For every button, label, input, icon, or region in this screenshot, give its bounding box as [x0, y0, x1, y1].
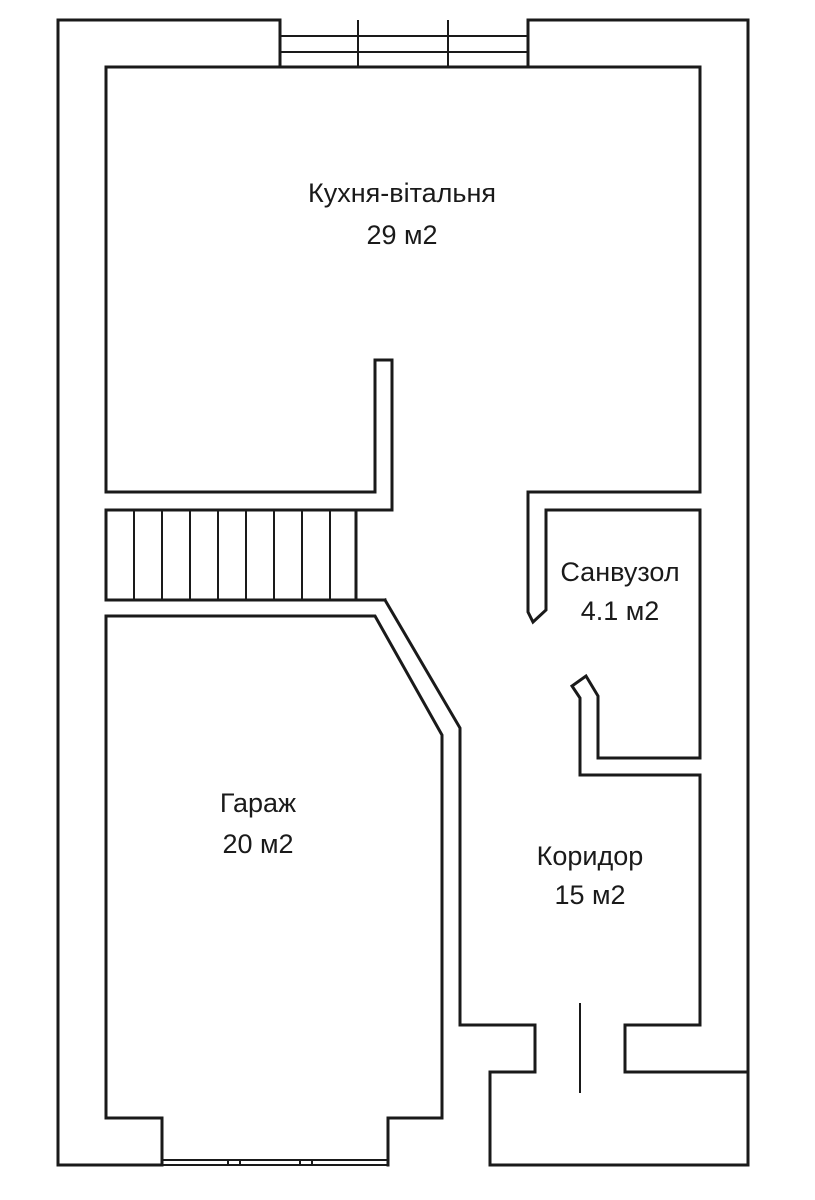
- kitchen-partition: [104, 358, 394, 512]
- kitchen-area: 29 м2: [366, 220, 437, 250]
- top-window: [278, 18, 530, 69]
- garage-label: Гараж: [220, 788, 296, 818]
- outer-wall: [56, 18, 750, 1167]
- bathroom-label: Санвузол: [560, 557, 679, 587]
- staircase: [104, 508, 387, 602]
- bathroom-wall: [569, 673, 702, 1027]
- garage-area: 20 м2: [222, 829, 293, 859]
- corridor-area: 15 м2: [554, 880, 625, 910]
- garage-wall: [104, 597, 537, 1167]
- corridor-label: Коридор: [537, 841, 644, 871]
- kitchen-label: Кухня-вітальня: [308, 178, 496, 208]
- entrance-door: [488, 1003, 750, 1167]
- garage-door: [162, 1159, 388, 1166]
- bathroom-area: 4.1 м2: [581, 596, 660, 626]
- kitchen-wall: [104, 65, 702, 760]
